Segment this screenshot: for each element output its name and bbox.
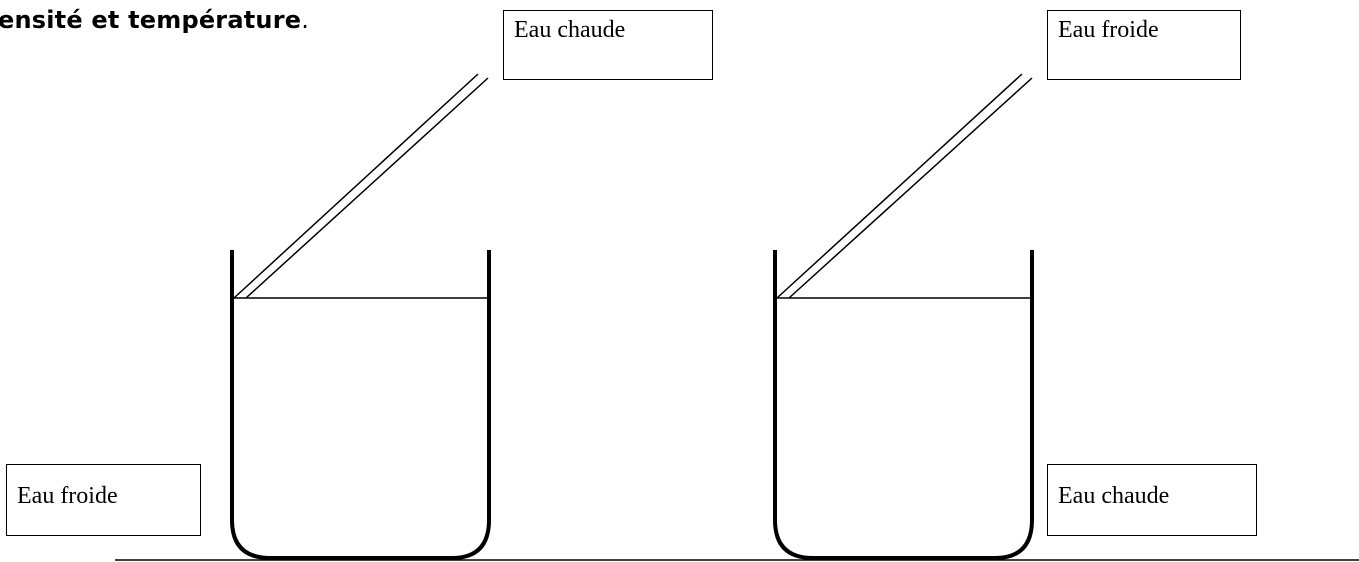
heading-text: ensité et température xyxy=(0,6,302,34)
label-hot-water-left-pipette: Eau chaude xyxy=(503,10,713,80)
label-cold-water-right-pipette: Eau froide xyxy=(1047,10,1241,80)
right-pipette xyxy=(776,73,1033,299)
right-pipette-wall-a xyxy=(776,73,1023,299)
left-pipette xyxy=(233,73,489,299)
section-heading: ensité et température. xyxy=(0,6,309,34)
right-beaker-outline xyxy=(773,250,1034,560)
left-beaker xyxy=(230,250,491,560)
left-pipette-wall-a xyxy=(233,73,479,299)
right-pipette-wall-b xyxy=(788,77,1033,299)
label-hot-water-right-beaker: Eau chaude xyxy=(1047,464,1257,536)
label-cold-water-left-beaker: Eau froide xyxy=(6,464,201,536)
right-beaker xyxy=(773,250,1034,560)
left-beaker-outline xyxy=(230,250,491,560)
heading-period: . xyxy=(301,6,310,34)
left-pipette-wall-b xyxy=(245,77,489,299)
